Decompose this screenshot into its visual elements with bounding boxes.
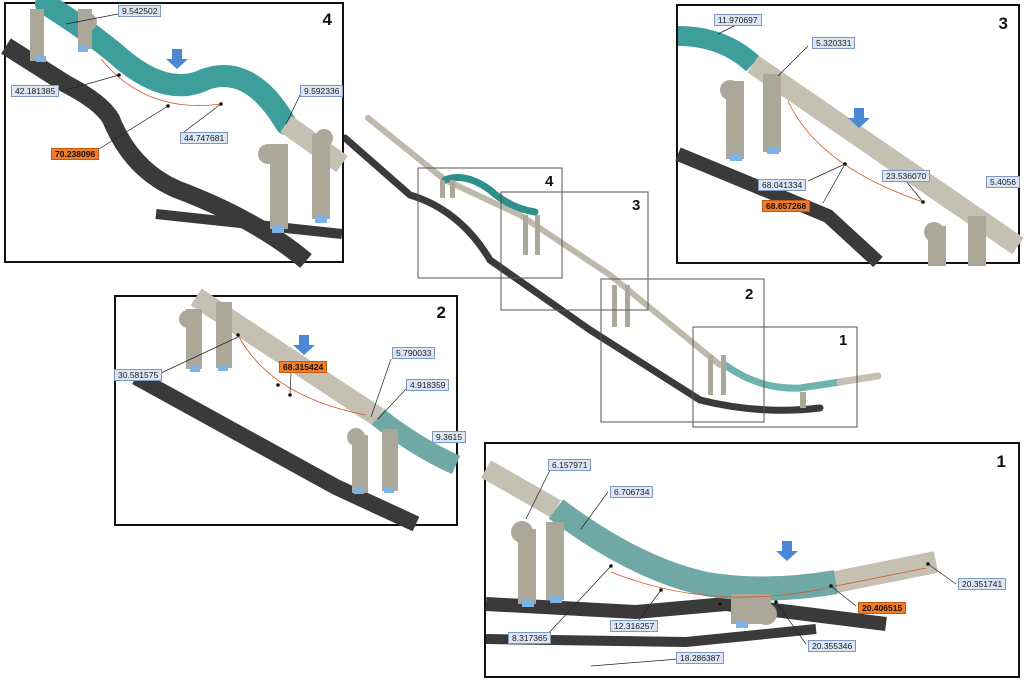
panel-1-shadow bbox=[485, 596, 887, 631]
panel-3-label-d: 23.536070 bbox=[882, 170, 931, 182]
panel-1-label-c: 8.317365 bbox=[508, 632, 552, 644]
panel-4-catenary bbox=[100, 58, 222, 106]
overview-box-4-number: 4 bbox=[545, 173, 554, 190]
panel-1-support-left bbox=[511, 521, 564, 607]
panel-2-label-e: 9.3615 bbox=[432, 431, 466, 443]
panel-1-hose bbox=[548, 499, 839, 601]
overview-pipe-end bbox=[836, 372, 882, 386]
detail-panel-1: 1 6.157971 6.706734 8.317365 12.316257 1… bbox=[481, 442, 1020, 678]
panel-2-support-top bbox=[179, 302, 232, 372]
panel-2-hose bbox=[371, 409, 461, 475]
panel-4-label-d: 44.747681 bbox=[180, 132, 229, 144]
panel-2-support-bottom bbox=[347, 428, 398, 494]
panel-1-label-g: 20.406515 bbox=[858, 602, 907, 614]
down-arrow-icon bbox=[293, 335, 315, 355]
panel-3-pipe bbox=[747, 55, 1024, 255]
down-arrow-icon bbox=[776, 541, 798, 561]
panel-2-number: 2 bbox=[436, 303, 446, 322]
panel-4-support-right bbox=[258, 129, 333, 233]
panel-3-label-e: 5.4056 bbox=[986, 176, 1020, 188]
panel-1-drawing bbox=[481, 460, 957, 667]
overview-hose-lower bbox=[721, 361, 844, 392]
overview-shadow bbox=[341, 134, 824, 414]
panel-4-label-c: 9.592336 bbox=[300, 85, 344, 97]
overview-hose-upper bbox=[441, 174, 539, 216]
panel-2-label-d: 4.918359 bbox=[406, 379, 450, 391]
overview-box-2 bbox=[600, 278, 765, 423]
overview-box-3 bbox=[500, 191, 649, 311]
panel-3-catenary bbox=[787, 100, 924, 203]
panel-3-shadow bbox=[675, 147, 883, 268]
panel-3-drawing bbox=[675, 23, 1024, 268]
panel-2-label-b: 30.581575 bbox=[114, 369, 163, 381]
panel-2-label-c: 5.790033 bbox=[392, 347, 436, 359]
panel-1-label-f: 20.355346 bbox=[808, 640, 857, 652]
panel-4-shadow-b bbox=[155, 209, 343, 239]
panel-1-label-a: 6.157971 bbox=[548, 459, 592, 471]
panel-1-catenary bbox=[610, 567, 927, 598]
overview-pipe bbox=[365, 115, 723, 368]
panel-2-label-a: 68.315424 bbox=[279, 361, 328, 373]
panel-3-label-b: 5.320331 bbox=[812, 37, 856, 49]
overview-box-4 bbox=[417, 167, 563, 279]
detail-panel-3: 3 11.970697 5.320331 68.041334 23.536070… bbox=[675, 4, 1024, 268]
panel-4-label-e: 70.238096 bbox=[51, 148, 100, 160]
panel-3-number: 3 bbox=[998, 14, 1008, 33]
panel-1-label-h: 20.351741 bbox=[958, 578, 1007, 590]
panel-4-label-a: 9.542502 bbox=[118, 5, 162, 17]
panel-3-label-a: 11.970697 bbox=[714, 14, 762, 26]
down-arrow-icon bbox=[848, 108, 870, 128]
panel-1-number: 1 bbox=[996, 452, 1006, 471]
overview-box-2-number: 2 bbox=[745, 286, 753, 303]
detail-panel-2: 2 68.315424 30.581575 5.790033 4.918359 … bbox=[114, 288, 466, 532]
panel-3-support-left bbox=[720, 74, 781, 161]
panel-4-number: 4 bbox=[322, 10, 332, 29]
detail-panel-4: 4 9.542502 42.181385 9.592336 44.747681 … bbox=[1, 0, 348, 268]
panel-1-label-b: 6.706734 bbox=[610, 486, 654, 498]
panel-1-pipe-right bbox=[833, 551, 939, 593]
overview-box-1-number: 1 bbox=[839, 332, 847, 349]
panel-4-support-left bbox=[30, 9, 97, 62]
panel-2-catenary bbox=[237, 334, 367, 416]
panel-1-shadow-b bbox=[485, 624, 817, 648]
down-arrow-icon bbox=[166, 49, 188, 69]
panel-3-label-f: 68.657268 bbox=[762, 200, 811, 212]
panel-1-pipe-left bbox=[481, 460, 561, 518]
panel-4-label-b: 42.181385 bbox=[11, 85, 60, 97]
panel-3-label-c: 68.041334 bbox=[758, 179, 807, 191]
panel-2-shadow bbox=[132, 369, 420, 532]
overview-box-3-number: 3 bbox=[632, 197, 640, 214]
overview-diagram: 4 3 2 1 bbox=[341, 115, 882, 428]
panel-1-label-d: 12.316257 bbox=[610, 620, 659, 632]
panel-1-support-right bbox=[731, 594, 777, 628]
overview-supports bbox=[440, 180, 806, 408]
panel-2-drawing bbox=[132, 288, 461, 532]
panel-3-hose bbox=[677, 26, 760, 72]
panel-3-support-right bbox=[924, 216, 986, 266]
panel-4-drawing bbox=[1, 0, 348, 268]
panel-1-label-e: 18.286387 bbox=[676, 652, 725, 664]
overview-box-1 bbox=[692, 326, 858, 428]
